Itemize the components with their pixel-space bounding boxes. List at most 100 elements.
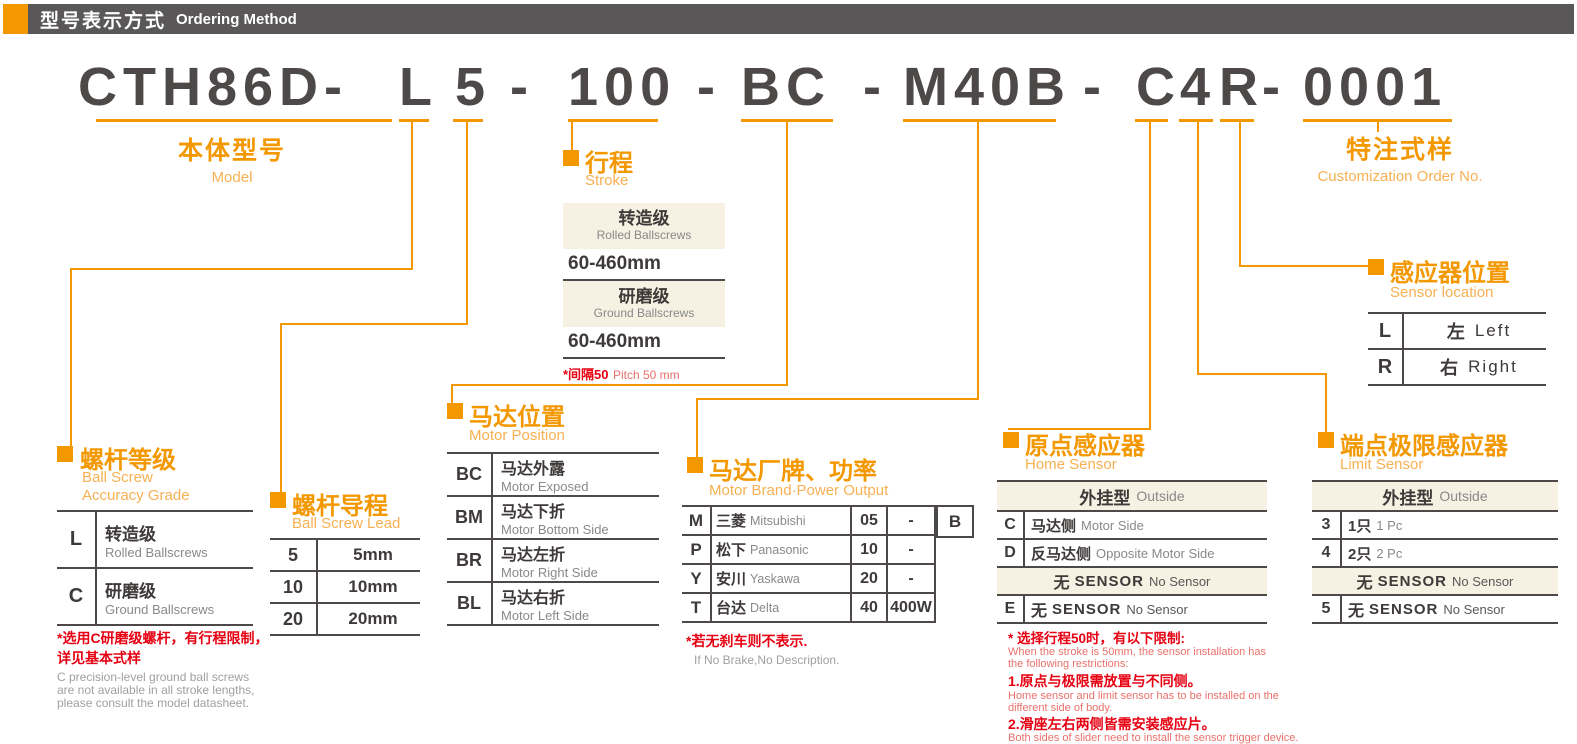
power-cell: - (888, 507, 936, 534)
header-accent-square (3, 4, 28, 34)
underline-body (96, 119, 392, 122)
home-sensor-title-en: Home Sensor (1025, 456, 1117, 473)
connector-lead-v2 (280, 323, 282, 494)
value-zh: 转造级 (105, 520, 253, 545)
page-title-en: Ordering Method (176, 11, 297, 28)
brake-option-cell: B (936, 505, 974, 538)
motor-brand-table: M 三菱 Mitsubishi 05 - P 松下 Panasonic 10 -… (682, 505, 936, 623)
lead-row-10: 10 10mm (270, 572, 420, 604)
limit-sensor-title-en: Limit Sensor (1340, 456, 1423, 473)
home-sensor-note2-en: Both sides of slider need to install the… (1008, 732, 1298, 744)
grade-row-ground: C 研磨级 Ground Ballscrews (57, 569, 253, 626)
custom-order-zh: 特注式样 (1290, 130, 1510, 166)
model-segment-motor-pos: BC (741, 56, 831, 118)
ball-screw-grade-table: L 转造级 Rolled Ballscrews C 研磨级 Ground Bal… (57, 510, 253, 626)
motor-pos-row-bm: BM 马达下折 Motor Bottom Side (447, 497, 659, 540)
stroke-ground-zh: 研磨级 (619, 287, 670, 307)
brand-zh: 三菱 (716, 510, 746, 531)
value-en: Motor Bottom Side (501, 522, 659, 537)
motor-brand-row-t: T 台达 Delta 40 400W (682, 594, 936, 623)
none-label: SENSOR (1075, 573, 1144, 590)
home-sensor-note-en1: When the stroke is 50mm, the sensor inst… (1008, 646, 1266, 658)
underline-home-sensor (1135, 119, 1168, 122)
code-cell: R (1368, 350, 1404, 384)
value-en: Opposite Motor Side (1096, 546, 1215, 561)
sensor-location-row-right: R 右 Right (1368, 350, 1546, 386)
home-sensor-note1-zh: 1.原点与极限需放置与不同侧。 (1008, 671, 1202, 691)
value-zh: 马达左折 (501, 541, 659, 565)
model-segment-body: CTH86D- (78, 56, 348, 118)
power-code-cell: 20 (852, 565, 888, 592)
none-en: No Sensor (1452, 574, 1513, 589)
motor-pos-bullet-icon (447, 403, 463, 419)
ball-screw-lead-table: 5 5mm 10 10mm 20 20mm (270, 538, 420, 636)
grade-note-en2: are not available in all stroke lengths, (57, 683, 254, 697)
model-segment-grade: L (399, 56, 438, 118)
home-sensor-table: 外挂型 Outside C 马达侧 Motor Side D 反马达侧 Oppo… (997, 480, 1267, 624)
grade-note-en3: please consult the model datasheet. (57, 696, 249, 710)
model-segment-dash: - (510, 56, 534, 118)
model-label: 本体型号 Model (142, 131, 322, 186)
stroke-rolled-range: 60-460mm (563, 249, 725, 281)
model-segment-dash: - (863, 56, 887, 118)
motor-brand-note-en: If No Brake,No Description. (694, 653, 839, 667)
value-en: Right (1468, 357, 1518, 377)
model-segment-dash: - (1262, 56, 1286, 118)
motor-brand-bullet-icon (687, 457, 703, 473)
motor-brand-row-p: P 松下 Panasonic 10 - (682, 536, 936, 565)
value-en: Motor Side (1081, 518, 1144, 533)
type-en: Outside (1439, 488, 1487, 504)
connector-grade-v1 (411, 122, 413, 270)
code-cell: 4 (1312, 540, 1342, 566)
connector-motor-pos-v2 (451, 384, 453, 405)
stroke-ground-range: 60-460mm (563, 327, 725, 359)
limit-sensor-row-4: 4 2只 2 Pc (1312, 540, 1558, 568)
model-label-en: Model (142, 169, 322, 186)
brand-en: Delta (750, 601, 779, 615)
code-cell: E (997, 596, 1025, 622)
connector-motor-brand-v1 (977, 122, 979, 400)
home-sensor-note2-zh: 2.滑座左右两侧皆需安装感应片。 (1008, 714, 1216, 734)
lead-row-5: 5 5mm (270, 540, 420, 572)
brand-en: Yaskawa (750, 572, 800, 586)
connector-sensor-loc-h (1239, 265, 1371, 267)
connector-motor-pos-h (451, 384, 788, 386)
limit-sensor-type-header: 外挂型 Outside (1312, 482, 1558, 512)
sensor-location-row-left: L 左 Left (1368, 314, 1546, 350)
stroke-rolled-header: 转造级 Rolled Ballscrews (563, 203, 725, 249)
home-sensor-note1-en1: Home sensor and limit sensor has to be i… (1008, 690, 1279, 702)
motor-position-table: BC 马达外露 Motor Exposed BM 马达下折 Motor Bott… (447, 452, 659, 626)
value-zh: 无 (1031, 597, 1047, 621)
sensor-loc-title-zh: 感应器位置 (1390, 253, 1510, 288)
underline-sensor-loc (1220, 119, 1254, 122)
home-sensor-type-header: 外挂型 Outside (997, 482, 1267, 512)
model-segment-dash: - (697, 56, 721, 118)
value-en: Motor Left Side (501, 608, 659, 623)
power-code-cell: 05 (852, 507, 888, 534)
model-segment-lead: 5 (455, 56, 491, 118)
stroke-rolled-en: Rolled Ballscrews (597, 229, 692, 243)
value-cell: 10mm (318, 572, 420, 602)
value-en: Ground Ballscrews (105, 602, 253, 617)
brand-en: Panasonic (750, 543, 808, 557)
custom-order-en: Customization Order No. (1290, 168, 1510, 185)
grade-title-en2: Accuracy Grade (82, 487, 190, 504)
lead-title-en: Ball Screw Lead (292, 515, 400, 532)
code-cell: L (57, 512, 97, 567)
home-sensor-none-header: 无 SENSOR No Sensor (997, 568, 1267, 596)
limit-sensor-row-5: 5 无 SENSOR No Sensor (1312, 596, 1558, 624)
brand-zh: 台达 (716, 597, 746, 618)
code-cell: C (57, 569, 97, 624)
value-label: SENSOR (1052, 601, 1121, 618)
underline-grade (399, 119, 429, 122)
type-zh: 外挂型 (1079, 484, 1130, 509)
home-sensor-row-e: E 无 SENSOR No Sensor (997, 596, 1267, 624)
connector-lead-v1 (466, 122, 468, 325)
code-cell: T (682, 594, 712, 621)
motor-brand-row-m: M 三菱 Mitsubishi 05 - (682, 507, 936, 536)
connector-motor-pos-v1 (786, 122, 788, 386)
connector-lead-h (280, 323, 468, 325)
value-cell: 20mm (318, 604, 420, 634)
limit-sensor-none-header: 无 SENSOR No Sensor (1312, 568, 1558, 596)
